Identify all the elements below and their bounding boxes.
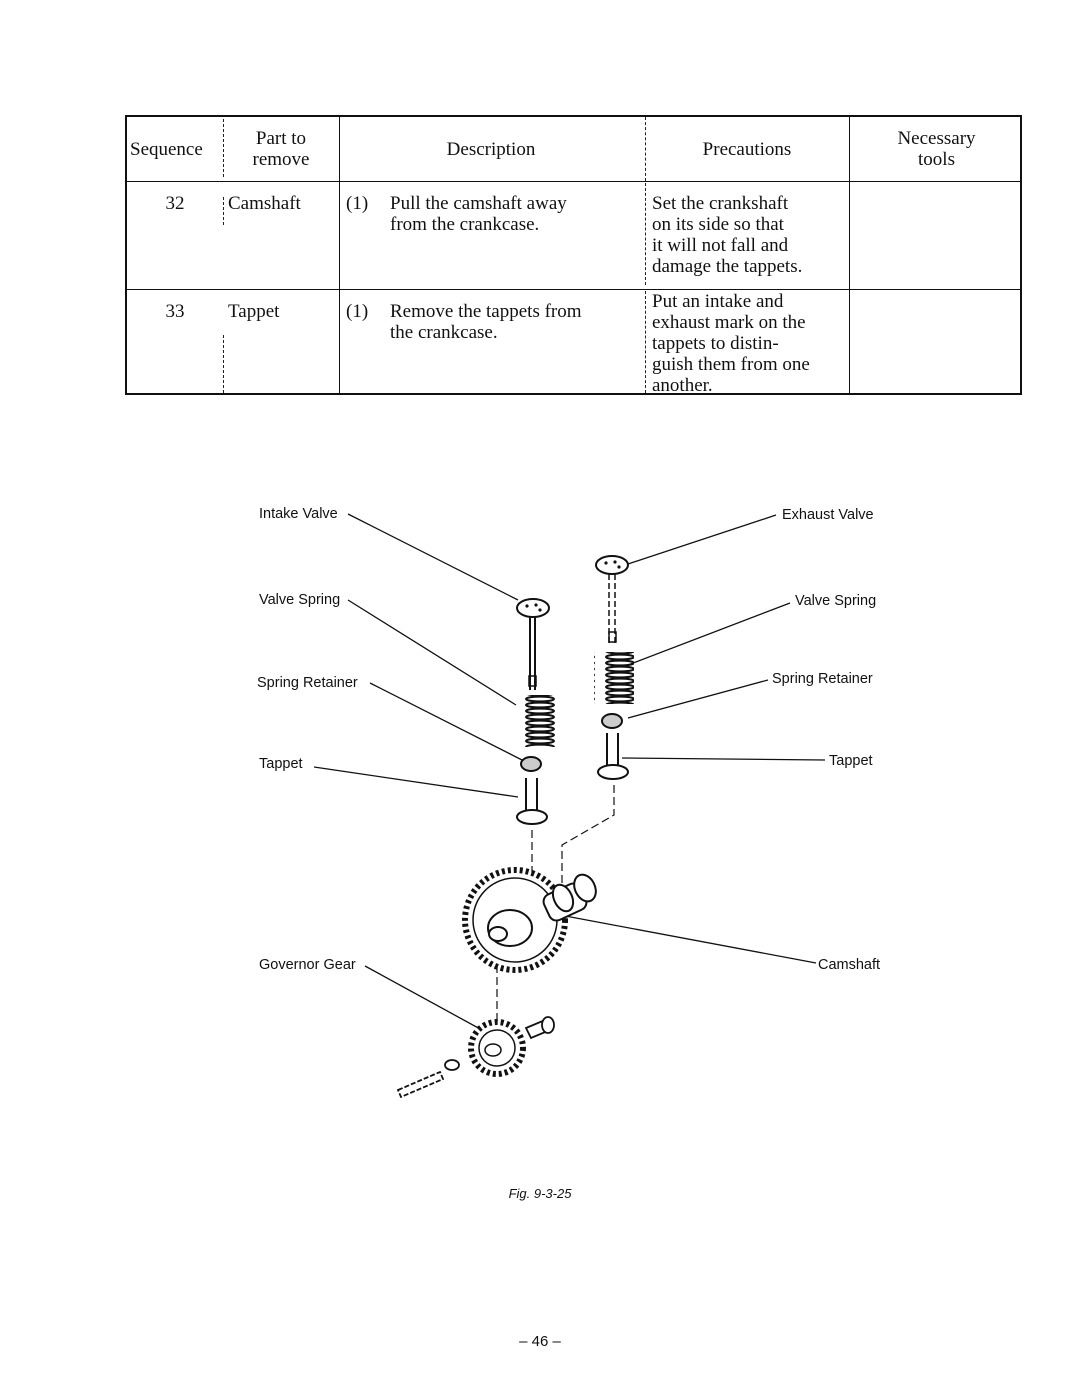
precaution-line: exhaust mark on the xyxy=(652,312,806,333)
label-spring-retainer-right: Spring Retainer xyxy=(772,671,873,687)
label-camshaft: Camshaft xyxy=(818,957,881,973)
precaution-line: Put an intake and xyxy=(652,291,784,312)
leader-camshaft xyxy=(559,914,817,964)
label-spring-retainer-left: Spring Retainer xyxy=(257,675,358,691)
leader-spring-retainer-left xyxy=(369,682,523,761)
valve-spring-right-part xyxy=(594,652,634,704)
label-governor-gear: Governor Gear xyxy=(259,957,356,973)
valve-spring-left-part xyxy=(516,695,556,747)
tappet-right-part xyxy=(597,733,629,780)
leader-governor-gear xyxy=(364,965,483,1031)
spring-retainer-right-part xyxy=(601,713,623,729)
row-sequence: 33 xyxy=(165,301,185,322)
description-line: the crankcase. xyxy=(390,322,498,343)
precaution-line: guish them from one xyxy=(652,354,810,375)
camshaft-gear-part xyxy=(462,867,568,973)
description-line: Pull the camshaft away xyxy=(390,193,567,214)
header-tools-line: tools xyxy=(918,149,955,170)
governor-gear-part xyxy=(468,1019,526,1077)
description-line: from the crankcase. xyxy=(390,214,540,235)
leader-valve-spring-left xyxy=(347,599,517,706)
row-precautions: Set the crankshaft on its side so that i… xyxy=(652,193,802,277)
description-step-number: (1) xyxy=(346,301,369,322)
row-part: Tappet xyxy=(228,301,280,322)
figure-caption: Fig. 9-3-25 xyxy=(508,1186,572,1201)
header-tools-line: Necessary xyxy=(897,128,976,149)
tappet-left-part xyxy=(516,778,548,825)
header-sequence: Sequence xyxy=(130,139,203,160)
header-divider xyxy=(127,181,1020,182)
leader-tappet-right xyxy=(621,757,826,761)
column-divider-dashed xyxy=(645,117,646,181)
column-divider-dashed xyxy=(645,291,646,393)
column-divider-dashed xyxy=(223,119,224,177)
spring-retainer-left-part xyxy=(520,756,542,772)
header-part-to-remove: Part to remove xyxy=(225,128,337,170)
column-divider xyxy=(849,117,850,393)
precaution-line: it will not fall and xyxy=(652,235,789,256)
label-intake-valve: Intake Valve xyxy=(259,506,338,522)
row-sequence: 32 xyxy=(165,193,185,214)
row-precautions: Put an intake and exhaust mark on the ta… xyxy=(652,291,810,396)
description-text: Remove the tappets from the crankcase. xyxy=(346,301,642,343)
disassembly-table: Sequence Part to remove Description Prec… xyxy=(125,115,1022,396)
label-exhaust-valve: Exhaust Valve xyxy=(782,507,874,523)
precaution-line: Set the crankshaft xyxy=(652,193,789,214)
row-divider xyxy=(127,289,1020,290)
description-line: Remove the tappets from xyxy=(390,301,582,322)
column-divider-dashed xyxy=(645,183,646,285)
column-divider xyxy=(339,117,340,393)
page-number: – 46 – xyxy=(519,1333,561,1350)
header-necessary-tools: Necessary tools xyxy=(851,128,1022,170)
header-part-line: remove xyxy=(252,149,310,170)
leader-tappet-left xyxy=(313,766,519,798)
description-step-number: (1) xyxy=(346,193,369,214)
label-tappet-right: Tappet xyxy=(829,753,873,769)
header-description: Description xyxy=(446,139,536,160)
camshaft-part xyxy=(542,873,597,922)
description-text: Pull the camshaft away from the crankcas… xyxy=(346,193,642,235)
precaution-line: on its side so that xyxy=(652,214,784,235)
precaution-line: tappets to distin- xyxy=(652,333,779,354)
column-divider-dashed xyxy=(223,197,224,225)
label-tappet-left: Tappet xyxy=(259,756,303,772)
leader-valve-spring-right xyxy=(627,602,791,666)
label-valve-spring-left: Valve Spring xyxy=(259,592,341,608)
intake-valve-part xyxy=(516,598,550,690)
leader-spring-retainer-right xyxy=(627,679,769,719)
header-precautions: Precautions xyxy=(702,139,792,160)
leader-exhaust-valve xyxy=(624,514,777,566)
row-part: Camshaft xyxy=(228,193,301,214)
column-divider-dashed xyxy=(223,335,224,393)
precaution-line: another. xyxy=(652,375,713,396)
precaution-line: damage the tappets. xyxy=(652,256,803,277)
label-valve-spring-right: Valve Spring xyxy=(795,593,877,609)
leader-intake-valve xyxy=(347,513,519,601)
row-description: (1) Pull the camshaft away from the cran… xyxy=(346,193,642,235)
header-part-line: Part to xyxy=(255,128,307,149)
row-description: (1) Remove the tappets from the crankcas… xyxy=(346,301,642,343)
exhaust-valve-part xyxy=(595,555,629,645)
governor-shaft-part xyxy=(396,1016,555,1099)
